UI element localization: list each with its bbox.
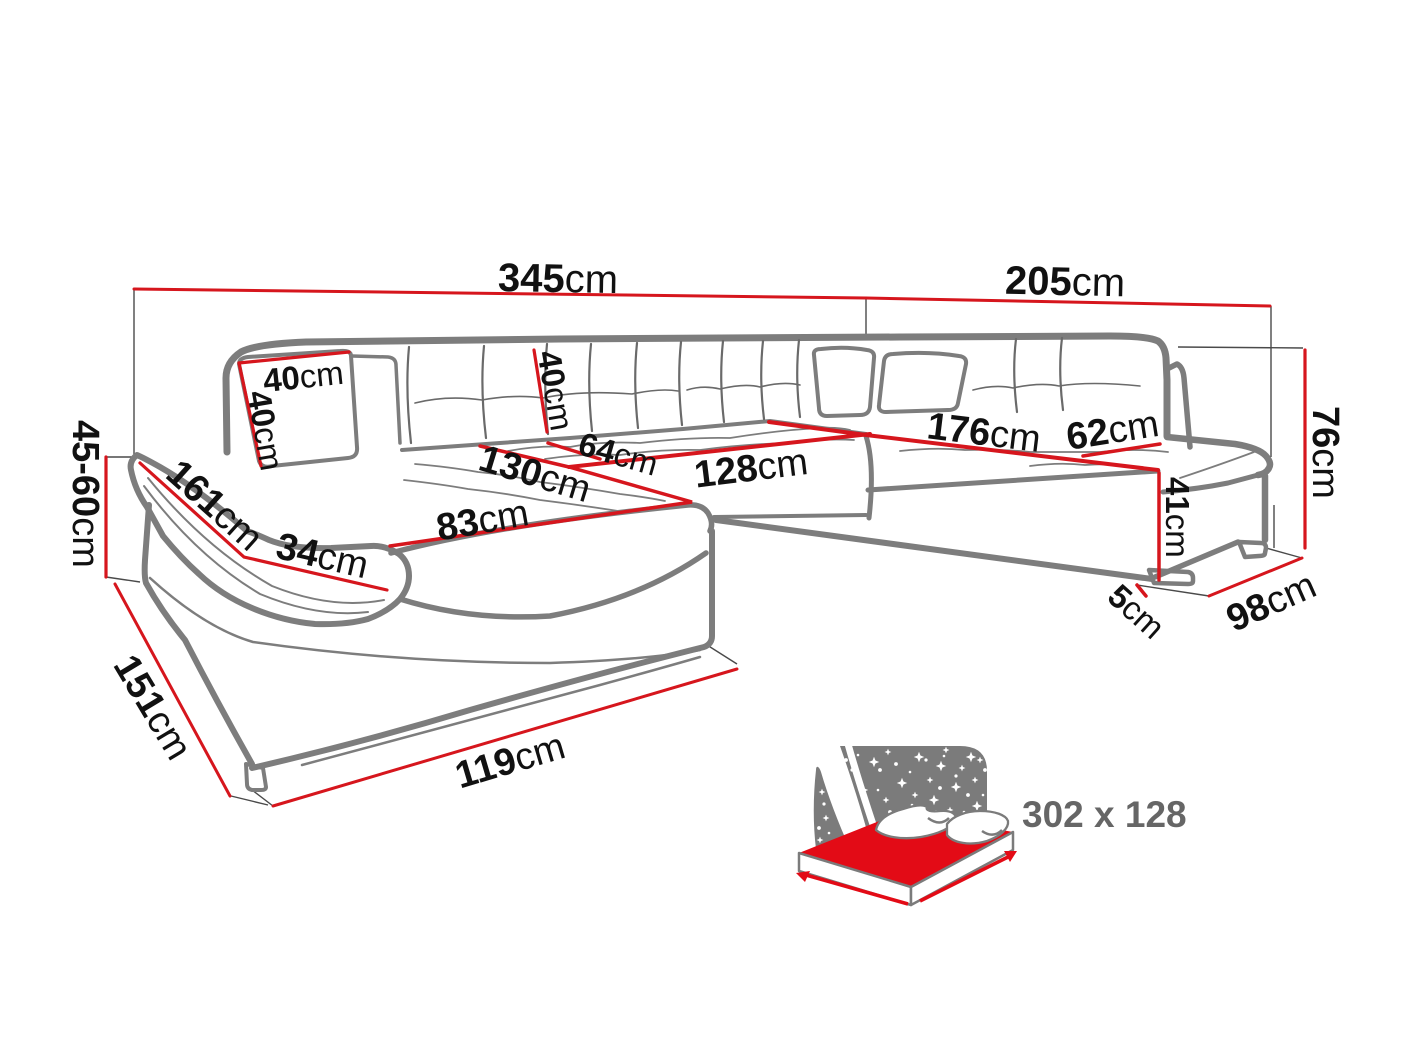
svg-text:41cm: 41cm bbox=[1159, 477, 1196, 558]
svg-text:176cm: 176cm bbox=[925, 405, 1043, 461]
svg-text:5cm: 5cm bbox=[1101, 577, 1172, 646]
svg-text:40cm: 40cm bbox=[530, 347, 580, 433]
svg-text:302 x 128: 302 x 128 bbox=[1022, 794, 1187, 835]
svg-text:151cm: 151cm bbox=[105, 648, 200, 767]
svg-text:45-60cm: 45-60cm bbox=[64, 420, 106, 568]
svg-text:34cm: 34cm bbox=[272, 525, 372, 587]
svg-text:205cm: 205cm bbox=[1005, 259, 1126, 306]
svg-text:40cm: 40cm bbox=[240, 387, 290, 473]
svg-text:76cm: 76cm bbox=[1304, 406, 1346, 499]
svg-text:40cm: 40cm bbox=[261, 354, 345, 399]
svg-text:83cm: 83cm bbox=[433, 492, 532, 550]
svg-text:345cm: 345cm bbox=[498, 256, 619, 302]
svg-text:98cm: 98cm bbox=[1220, 564, 1322, 640]
